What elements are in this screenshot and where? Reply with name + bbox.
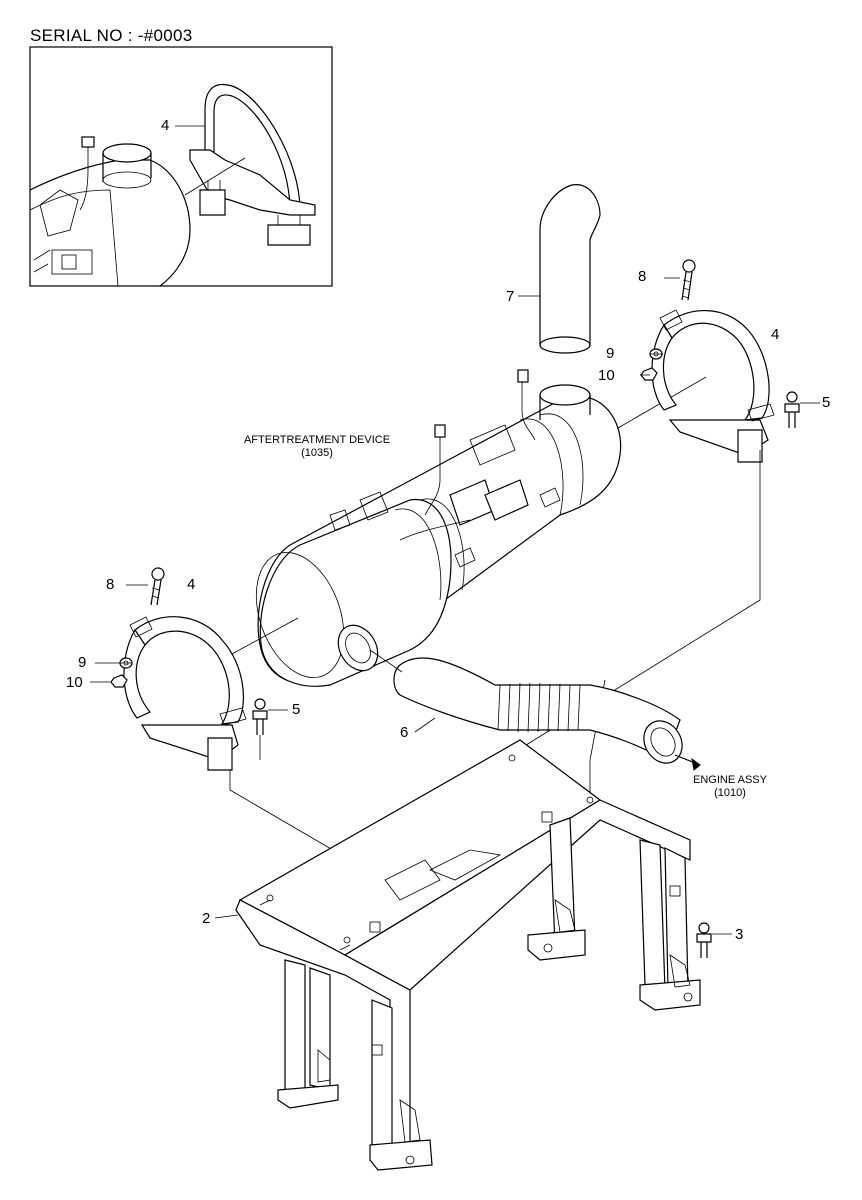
inset-detail [29, 46, 333, 287]
tail-pipe [518, 184, 601, 354]
callout-clamp-left: 4 [187, 576, 196, 593]
callout-bolt-right: 5 [822, 394, 831, 411]
serial-number-label: SERIAL NO : -#0003 [30, 26, 193, 45]
callout-bolt-left: 5 [292, 701, 301, 718]
engine-assy-label: ENGINE ASSY (1010) [680, 774, 780, 800]
callout-washer-right: 9 [606, 345, 615, 362]
mounting-bracket [214, 739, 732, 1171]
callout-nut-left: 10 [66, 674, 83, 691]
aftertreatment-device [255, 369, 622, 687]
callout-clamp-right: 4 [771, 326, 780, 343]
clamp-left [123, 616, 247, 771]
aftertreatment-code: (1035) [301, 447, 333, 459]
engine-assy-code: (1010) [714, 787, 746, 799]
callout-washer-left: 9 [78, 654, 87, 671]
callout-hose: 6 [400, 724, 409, 741]
callout-bracket: 2 [202, 910, 211, 927]
aftertreatment-name: AFTERTREATMENT DEVICE [243, 434, 391, 446]
callout-nut-right: 10 [598, 367, 615, 384]
callout-bolt8-right: 8 [638, 268, 647, 285]
callout-bolt8-left: 8 [106, 576, 115, 593]
callout-pipe: 7 [506, 288, 515, 305]
engine-assy-name: ENGINE ASSY [693, 774, 767, 786]
hardware-left [90, 567, 288, 735]
flex-hose [369, 649, 701, 771]
clamp-right [651, 309, 775, 463]
callout-inset-clamp: 4 [161, 117, 170, 134]
callout-bolt-base: 3 [735, 926, 744, 943]
aftertreatment-label: AFTERTREATMENT DEVICE (1035) [232, 434, 402, 460]
hardware-right [640, 259, 820, 428]
